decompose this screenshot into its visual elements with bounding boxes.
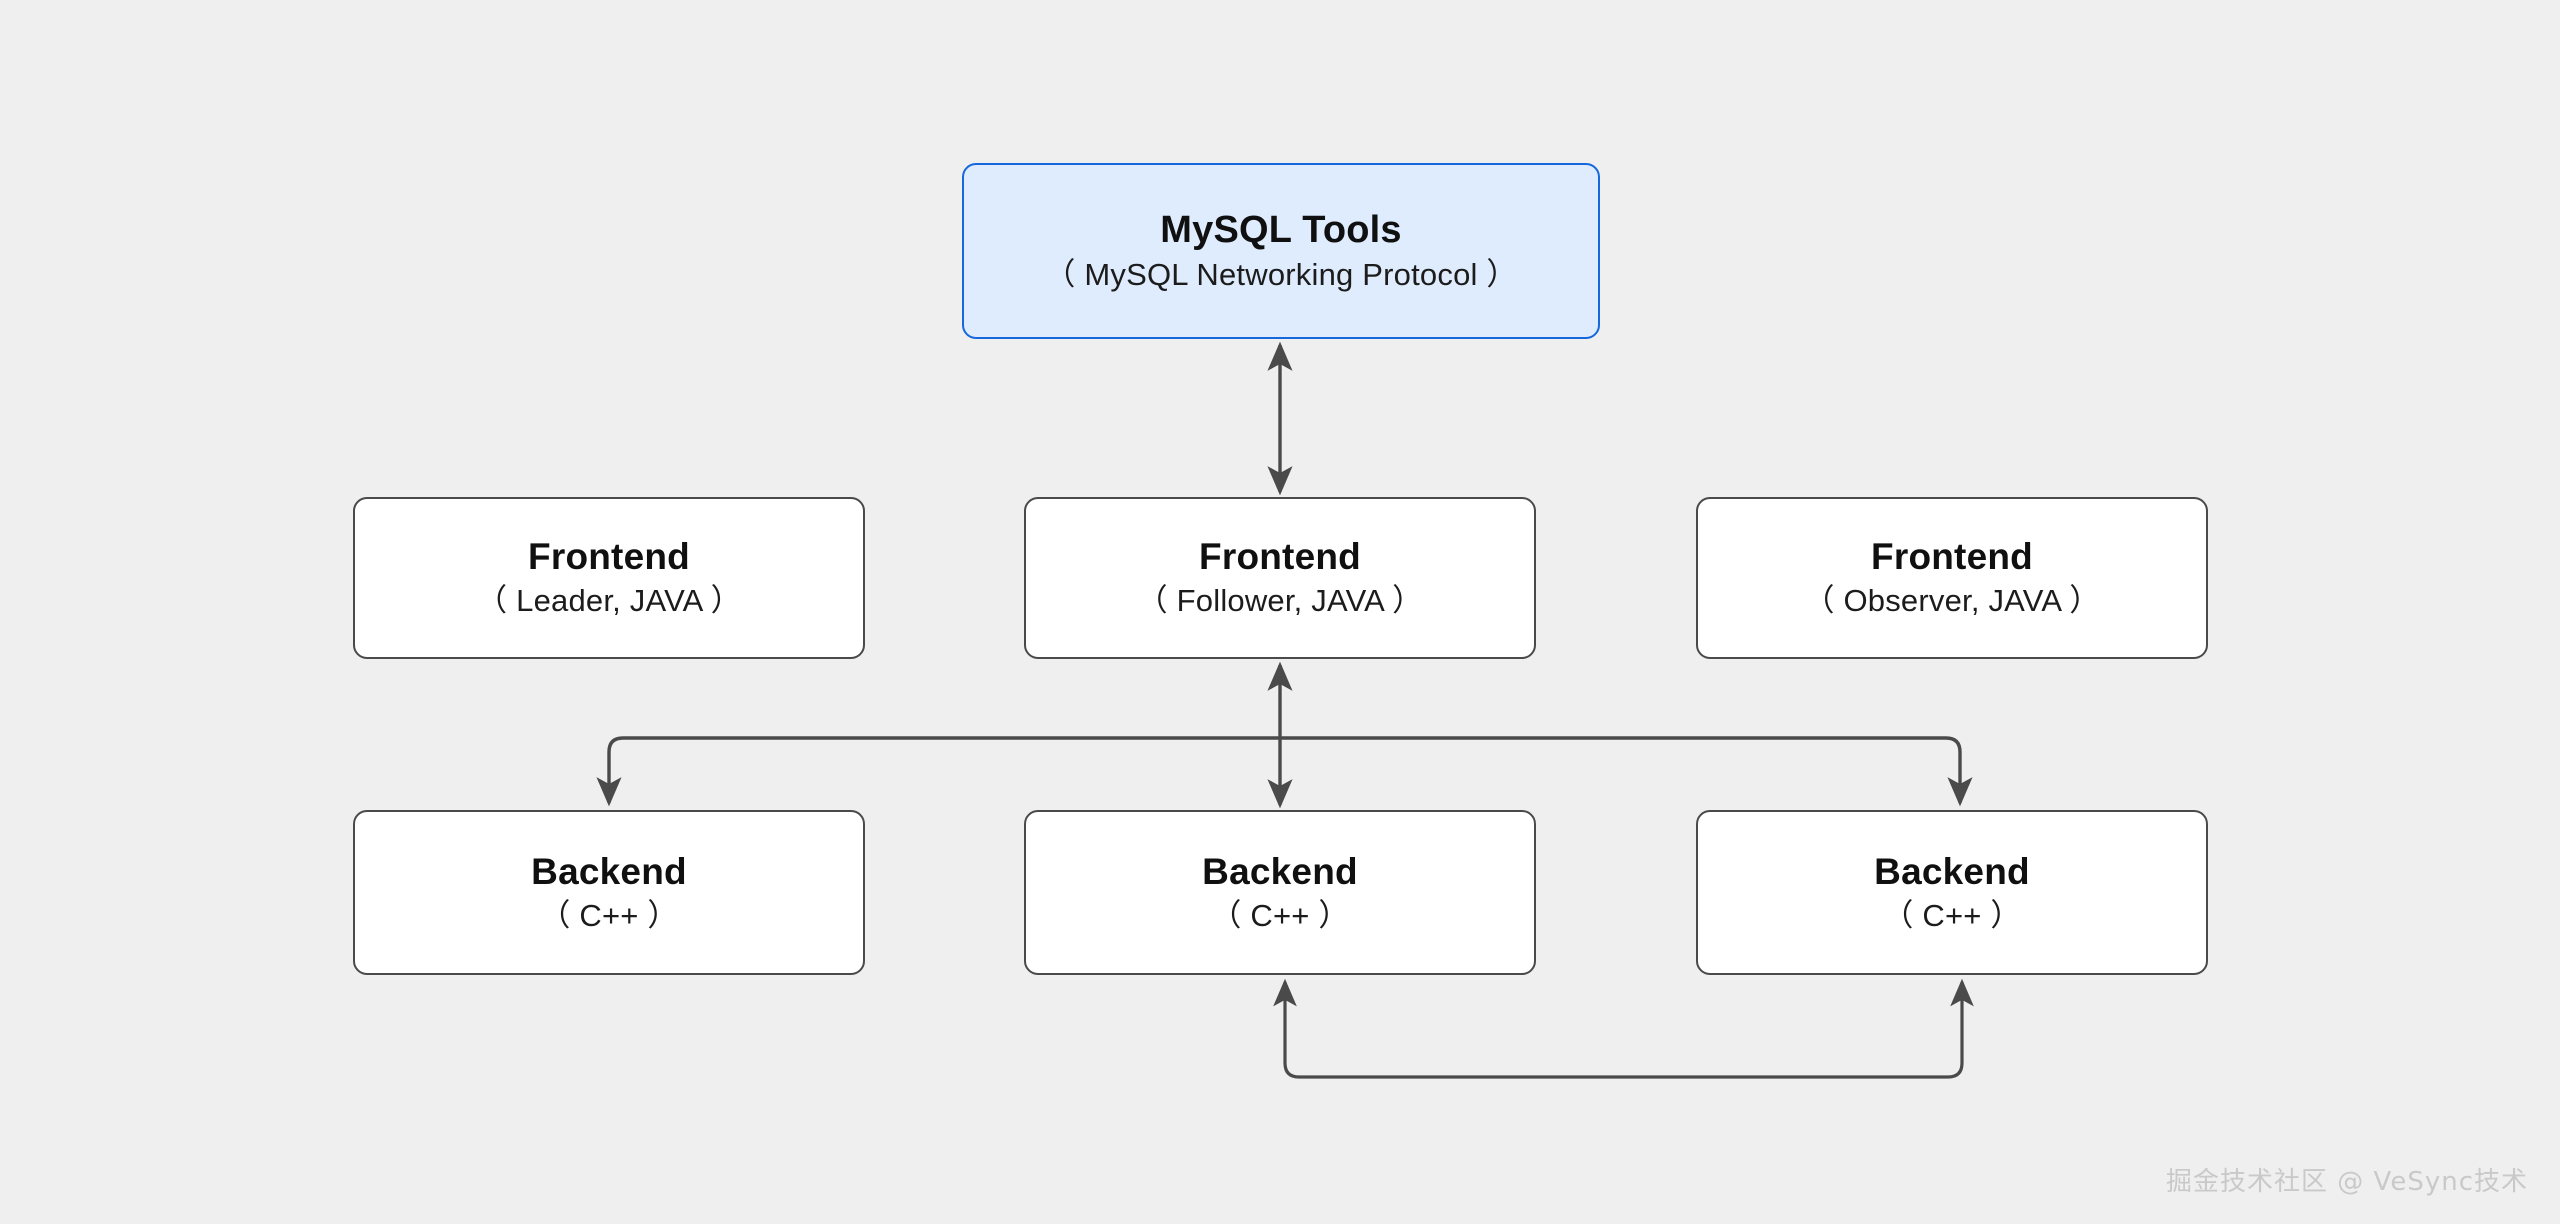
node-backend-middle[interactable]: Backend （ C++ ） — [1024, 810, 1536, 975]
node-backend-right-subtitle: （ C++ ） — [1882, 897, 2022, 933]
node-frontend-leader-subtitle: （ Leader, JAVA ） — [476, 583, 742, 619]
node-frontend-observer[interactable]: Frontend （ Observer, JAVA ） — [1696, 497, 2208, 659]
node-frontend-follower[interactable]: Frontend （ Follower, JAVA ） — [1024, 497, 1536, 659]
node-frontend-leader-title: Frontend — [528, 536, 690, 578]
edge-bus-to-backend-right — [1280, 736, 1973, 807]
node-backend-left-subtitle: （ C++ ） — [539, 897, 679, 933]
node-mysql-tools[interactable]: MySQL Tools （ MySQL Networking Protocol … — [962, 163, 1600, 339]
edge-backend-middle-to-backend-right — [1273, 978, 1974, 1079]
edge-bus-to-backend-left — [596, 736, 1280, 807]
node-frontend-follower-title: Frontend — [1199, 536, 1361, 578]
node-backend-right[interactable]: Backend （ C++ ） — [1696, 810, 2208, 975]
node-backend-left[interactable]: Backend （ C++ ） — [353, 810, 865, 975]
node-mysql-tools-title: MySQL Tools — [1160, 208, 1402, 251]
node-mysql-tools-subtitle: （ MySQL Networking Protocol ） — [1044, 256, 1518, 292]
watermark: 掘金技术社区 @ VeSync技术 — [2166, 1167, 2528, 1197]
node-frontend-leader[interactable]: Frontend （ Leader, JAVA ） — [353, 497, 865, 659]
node-backend-middle-title: Backend — [1202, 850, 1358, 892]
node-frontend-observer-subtitle: （ Observer, JAVA ） — [1803, 583, 2101, 619]
node-frontend-observer-title: Frontend — [1871, 536, 2033, 578]
node-backend-left-title: Backend — [531, 850, 687, 892]
node-backend-middle-subtitle: （ C++ ） — [1210, 897, 1350, 933]
node-frontend-follower-subtitle: （ Follower, JAVA ） — [1136, 583, 1424, 619]
node-backend-right-title: Backend — [1874, 850, 2030, 892]
